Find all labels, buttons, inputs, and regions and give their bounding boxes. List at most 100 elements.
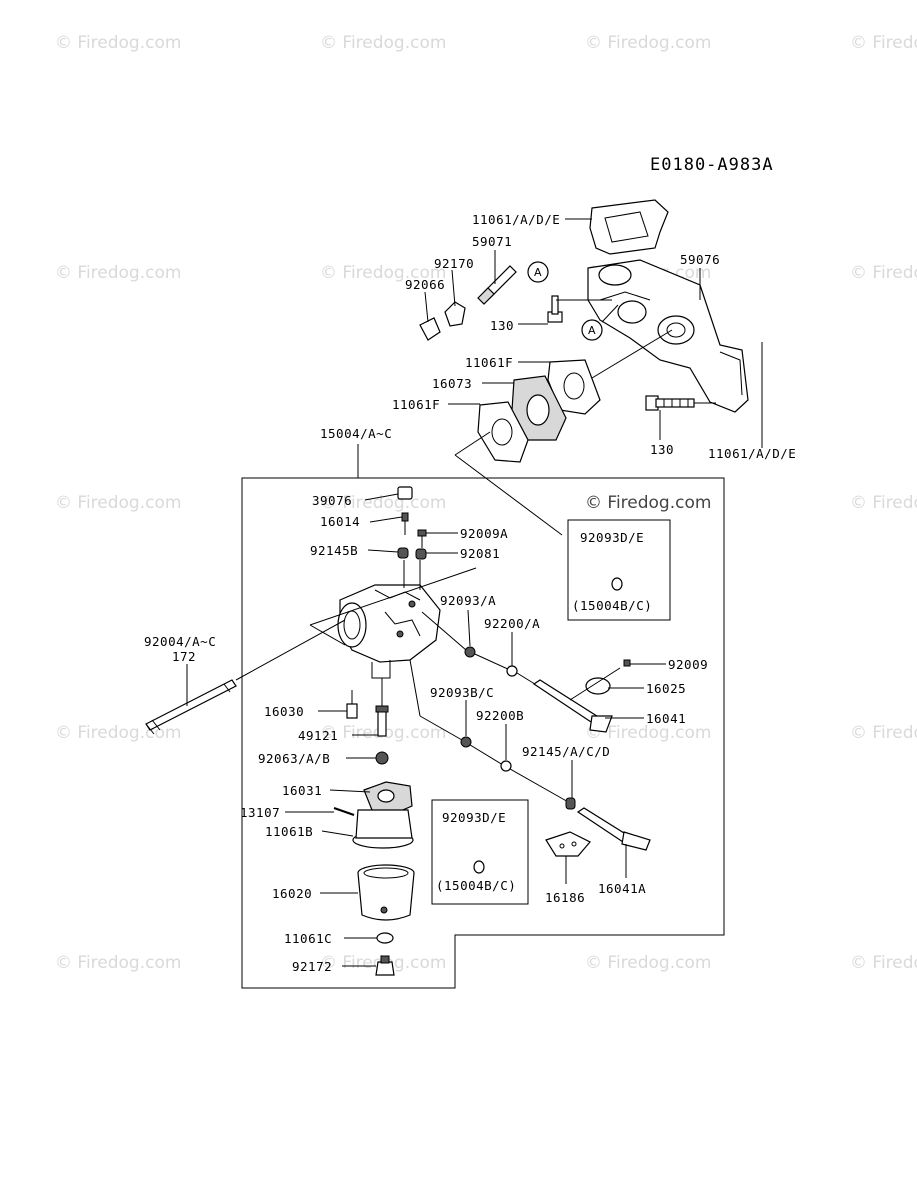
callout-a: A [588,324,596,337]
gasket-11061f-b [477,401,529,463]
pilot-screw [145,679,237,735]
label-59076: 59076 [680,252,720,267]
watermark: © Firedog.com [585,33,711,53]
carburetor-assembly-frame [241,477,725,989]
label-92009a: 92009A [460,526,508,541]
inset-top [567,519,671,621]
label-11061ade-bottom: 11061/A/D/E [708,446,796,461]
label-39076: 39076 [312,493,352,508]
label-130-top: 130 [490,318,514,333]
inset-bottom [431,799,529,905]
fitting-59071 [477,265,517,305]
label-16020: 16020 [272,886,312,901]
spring-92145b [397,547,409,559]
clamp-92170 [444,301,466,327]
watermark: © Firedog.com [55,33,181,53]
bolt-92172 [375,955,395,976]
throttle-shaft [532,679,613,733]
part-labels: 11061/A/D/E 59071 92170 92066 59076 130 … [144,212,796,974]
watermark: © Firedog.com [55,953,181,973]
inset-top-part: 92093D/E [580,530,644,545]
label-92004: 92004/A~C [144,634,216,649]
label-16031: 16031 [282,783,322,798]
gasket-11061c [376,932,394,944]
label-11061f-a: 11061F [465,355,513,370]
watermark: © Firedog.com [850,493,917,513]
label-11061c: 11061C [284,931,332,946]
jet-92063 [375,751,389,765]
jet-16014 [401,512,409,535]
seal-92093a [464,646,476,658]
label-16025: 16025 [646,681,686,696]
watermark: © Firedog.com [585,723,711,743]
watermark: © Firedog.com [585,953,711,973]
watermark: © Firedog.com [850,953,917,973]
nozzle-49121 [375,705,389,737]
bolt-130-bottom [645,395,695,411]
seal-92093bc [460,736,472,748]
intake-manifold [587,259,749,413]
label-59071: 59071 [472,234,512,249]
label-92066: 92066 [405,277,445,292]
gasket-top [589,199,669,255]
watermark: © Firedog.com [55,263,181,283]
label-15004: 15004/A~C [320,426,392,441]
gasket-11061f-a [547,359,601,415]
bolt-130-top [547,295,563,323]
washer-92200b [500,760,512,772]
diagram-code: E0180-A983A [650,155,774,175]
label-92200b: 92200B [476,708,524,723]
label-92093bc: 92093B/C [430,685,494,700]
watermark-dark: © Firedog.com [585,493,711,513]
washer-92200a [506,665,518,677]
watermark: © Firedog.com [320,263,446,283]
watermark: © Firedog.com [55,493,181,513]
carburetor-body [337,584,441,679]
spring-92081 [415,548,427,560]
watermark: © Firedog.com [850,33,917,53]
cap-39076 [397,486,413,500]
label-92009: 92009 [668,657,708,672]
label-49121: 49121 [298,728,338,743]
watermark: © Firedog.com [55,723,181,743]
choke-plate [545,831,591,857]
label-16073: 16073 [432,376,472,391]
callout-a: A [534,266,542,279]
inset-bottom-part: 92093D/E [442,810,506,825]
label-172: 172 [172,649,196,664]
jet-16030 [346,703,358,719]
watermark: © Firedog.com [850,723,917,743]
watermark: © Firedog.com [320,33,446,53]
label-16041: 16041 [646,711,686,726]
label-13107: 13107 [240,805,280,820]
label-92172: 92172 [292,959,332,974]
label-11061f-b: 11061F [392,397,440,412]
spring-92145acd [565,797,576,810]
label-92145acd: 92145/A/C/D [522,744,610,759]
watermarks: © Firedog.com © Firedog.com © Firedog.co… [55,33,917,973]
hose-92066 [419,317,441,341]
inset-top-note: (15004B/C) [572,598,652,613]
label-16041a: 16041A [598,881,646,896]
label-16030: 16030 [264,704,304,719]
label-92200a: 92200/A [484,616,540,631]
throttle-plate [585,677,611,695]
label-11061ade-top: 11061/A/D/E [472,212,560,227]
label-92170: 92170 [434,256,474,271]
watermark: © Firedog.com [850,263,917,283]
screw-92009 [623,659,631,667]
label-16186: 16186 [545,890,585,905]
watermark: © Firedog.com [320,493,446,513]
choke-shaft [576,807,651,851]
label-130-bottom: 130 [650,442,674,457]
screw-92009a [417,529,427,548]
float-bowl [357,864,415,921]
inset-bottom-note: (15004B/C) [436,878,516,893]
label-92081: 92081 [460,546,500,561]
label-92145b: 92145B [310,543,358,558]
label-11061b: 11061B [265,824,313,839]
label-16014: 16014 [320,514,360,529]
label-92063: 92063/A/B [258,751,330,766]
float-16031 [363,781,413,813]
